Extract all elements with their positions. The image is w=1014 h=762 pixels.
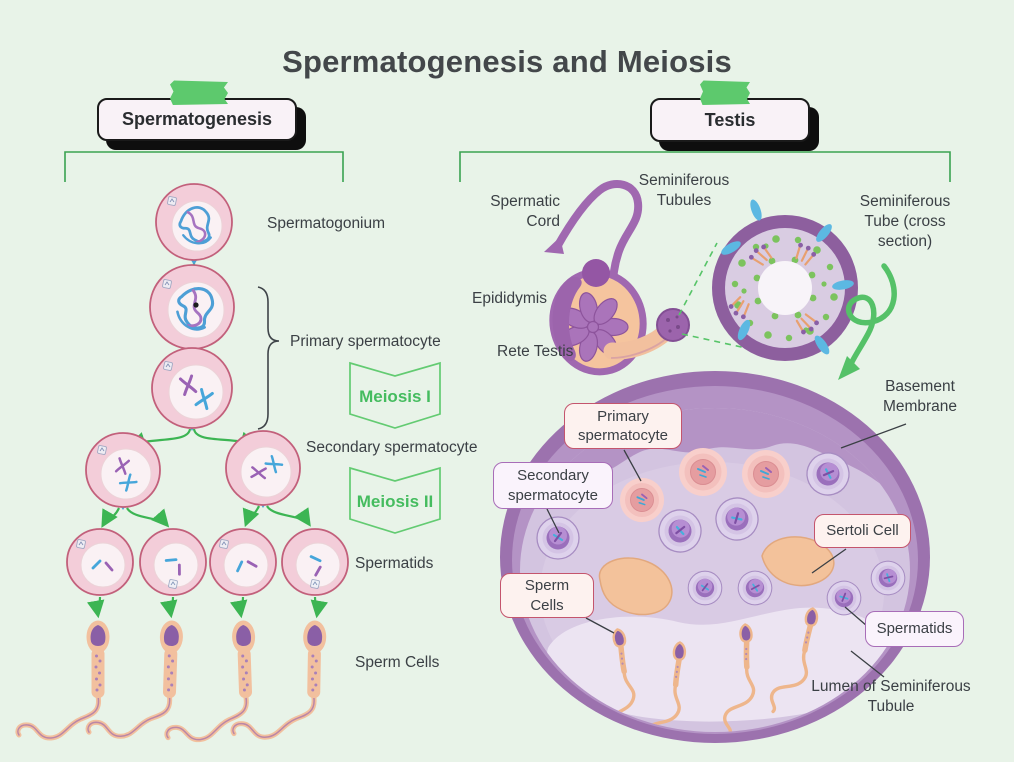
tubule-spermatid-1 bbox=[687, 570, 723, 606]
testis-header: Testis bbox=[650, 98, 810, 142]
meiosis-1-label: Meiosis I bbox=[359, 387, 431, 406]
spermatid-cell-1 bbox=[66, 528, 134, 596]
tubule-primary-spermatocyte-1 bbox=[618, 477, 666, 524]
label-seminiferous-tubules: Seminiferous Tubules bbox=[638, 172, 730, 209]
label-basement-membrane: Basement Membrane bbox=[882, 378, 958, 415]
spermatic-cord-tip bbox=[544, 237, 564, 254]
meiosis-2-banner bbox=[349, 466, 441, 534]
callout-sperm-cells: Sperm Cells bbox=[500, 573, 594, 618]
meiosis-2-label: Meiosis II bbox=[356, 492, 434, 511]
epididymis-head bbox=[582, 259, 610, 287]
label-spermatids: Spermatids bbox=[355, 555, 434, 572]
primary-spermatocyte-cell-1 bbox=[149, 264, 235, 350]
right-section-bracket bbox=[459, 151, 951, 182]
label-secondary-spermatocyte: Secondary spermatocyte bbox=[306, 439, 478, 456]
cross-section-lumen bbox=[758, 261, 812, 315]
secondary-spermatocyte-cell-2 bbox=[225, 430, 301, 506]
tubule-primary-spermatocyte-3 bbox=[741, 449, 791, 499]
primary-spermatocyte-cell-2 bbox=[151, 347, 233, 429]
label-primary-spermatocyte: Primary spermatocyte bbox=[290, 333, 441, 350]
spermatic-cord-shape bbox=[553, 180, 643, 300]
primary-spermatocyte-brace bbox=[257, 286, 280, 430]
label-epididymis: Epididymis bbox=[472, 290, 547, 307]
callout-sertoli-cell: Sertoli Cell bbox=[814, 514, 911, 548]
tape-left bbox=[170, 80, 228, 105]
cross-section-cells-blue bbox=[721, 199, 854, 355]
left-section-bracket bbox=[64, 151, 344, 182]
spermatogonium-cell bbox=[155, 183, 233, 261]
seminiferous-tube-cross-section bbox=[712, 199, 858, 361]
cross-section-cells-green bbox=[731, 235, 838, 342]
meiosis-1-banner bbox=[349, 361, 441, 429]
label-rete-testis: Rete Testis bbox=[497, 343, 574, 360]
label-spermatogonium: Spermatogonium bbox=[267, 215, 386, 232]
label-seminiferous-tube-cross-section: Seminiferous Tube (cross section) bbox=[859, 193, 951, 250]
tubule-wall-large bbox=[500, 371, 930, 743]
callout-primary-spermatocyte: Primary spermatocyte bbox=[564, 403, 682, 449]
callout-pointer-lines bbox=[546, 423, 907, 678]
callout-secondary-spermatocyte: Secondary spermatocyte bbox=[493, 462, 613, 509]
duct-cross-section-disc bbox=[656, 308, 690, 342]
label-lumen: Lumen of Seminiferous Tubule bbox=[811, 678, 971, 715]
spermatogenesis-lineage bbox=[18, 183, 441, 741]
tape-right bbox=[700, 80, 750, 105]
sertoli-cell-1 bbox=[598, 557, 673, 616]
spermatid-cell-4 bbox=[281, 528, 349, 596]
spermatogenesis-header: Spermatogenesis bbox=[97, 98, 297, 141]
spermatid-cell-3 bbox=[209, 528, 277, 596]
page-title: Spermatogenesis and Meiosis bbox=[282, 44, 732, 79]
division-arrows bbox=[86, 262, 329, 619]
label-spermatic-cord: Spermatic Cord bbox=[490, 193, 560, 230]
epididymis-body bbox=[552, 276, 582, 362]
tubule-secondary-spermatocyte-1 bbox=[535, 515, 581, 561]
testis-illustration bbox=[544, 180, 788, 376]
label-sperm-cells: Sperm Cells bbox=[355, 654, 440, 671]
secondary-spermatocyte-cell-1 bbox=[85, 432, 161, 508]
sertoli-cell-2 bbox=[761, 536, 835, 587]
spermatid-cell-2 bbox=[139, 528, 207, 596]
tubule-primary-spermatocyte-2 bbox=[678, 447, 728, 497]
basement-membrane-band bbox=[520, 408, 910, 530]
callout-spermatids: Spermatids bbox=[865, 611, 964, 647]
zoom-curl-arrow bbox=[838, 263, 897, 380]
